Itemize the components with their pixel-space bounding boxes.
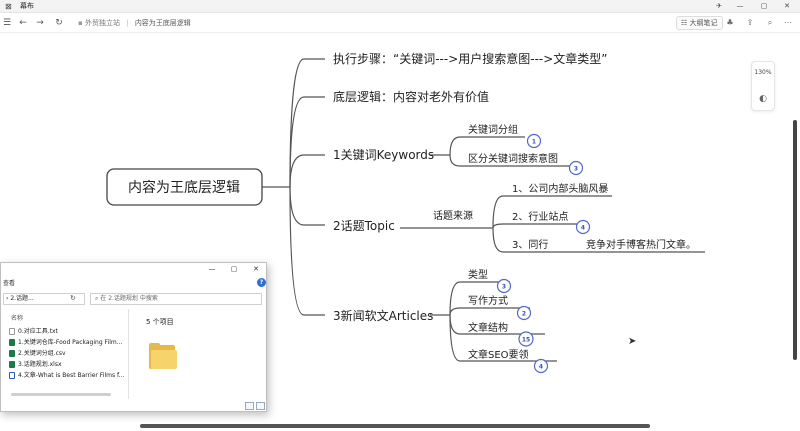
minimize-button[interactable]: — (736, 2, 744, 10)
explorer-maximize-button[interactable]: ▢ (230, 265, 238, 273)
address-bar[interactable]: › 2.话题... (3, 293, 85, 305)
breadcrumb-separator: | (126, 19, 129, 27)
thumbnail-view-button[interactable] (256, 402, 265, 410)
badge-keyword-grouping[interactable]: 1 (526, 133, 542, 149)
zoom-panel: 130% ◐ (751, 61, 775, 111)
branch-topic[interactable]: 2话题Topic (333, 219, 395, 233)
badge-article-structure[interactable]: 15 (518, 331, 534, 347)
badge-seo-essentials[interactable]: 4 (533, 358, 549, 374)
list-horizontal-scrollbar[interactable] (3, 391, 127, 397)
svg-text:3: 3 (574, 166, 578, 173)
node-article-structure[interactable]: 文章结构 (468, 321, 508, 334)
mind-map-canvas: 内容为王底层逻辑 执行步骤：“关键词--->用户搜索意图--->文章类型” 底层… (106, 51, 705, 374)
help-icon[interactable]: ? (257, 278, 266, 287)
mouse-cursor-icon: ➤ (628, 336, 637, 347)
svg-text:4: 4 (581, 225, 585, 232)
breadcrumb: ▪ 外贸独立站 | 内容为王底层逻辑 (78, 17, 191, 29)
node-writing-style[interactable]: 写作方式 (468, 294, 508, 307)
svg-text:1: 1 (532, 139, 536, 146)
share-icon[interactable]: ♣ (726, 18, 734, 27)
breadcrumb-current[interactable]: 内容为王底层逻辑 (134, 19, 191, 27)
forward-arrow-icon[interactable]: → (36, 18, 44, 28)
node-keyword-grouping[interactable]: 关键词分组 (468, 123, 518, 136)
node-topic-source[interactable]: 话题来源 (433, 209, 473, 222)
title-bar: ⊠ 幕布 ✈ — ▢ ✕ (0, 0, 800, 13)
badge-search-intent[interactable]: 3 (568, 160, 584, 176)
address-path: 2.话题... (10, 295, 34, 302)
file-name: 2.关键词分组.csv (18, 350, 66, 357)
file-name: 1.关键词仓库-Food Packaging Film... (18, 339, 123, 346)
folder-preview-icon (149, 343, 177, 369)
badge-industry-sites[interactable]: 4 (575, 219, 591, 235)
view-menu[interactable]: 查看 (3, 280, 16, 287)
root-node-label: 内容为王底层逻辑 (128, 179, 240, 196)
text-file-icon (9, 328, 15, 335)
search-input[interactable]: ⌕ 在 2.话题规划 中搜索 (90, 293, 262, 305)
refresh-icon[interactable]: ↻ (55, 18, 63, 28)
excel-file-icon (9, 361, 15, 368)
node-industry-sites[interactable]: 2、行业站点 (512, 210, 568, 223)
list-item[interactable]: 2.关键词分组.csv (9, 349, 127, 359)
list-item[interactable]: 1.关键词仓库-Food Packaging Film... (9, 338, 127, 348)
explorer-refresh-icon[interactable]: ↻ (70, 294, 76, 302)
explorer-minimize-button[interactable]: — (208, 265, 216, 273)
node-search-intent[interactable]: 区分关键词搜索意图 (468, 152, 558, 165)
excel-file-icon (9, 350, 15, 357)
app-logo-icon: ⊠ (5, 2, 12, 11)
file-name: 0.对应工具.txt (18, 328, 58, 335)
node-seo-essentials[interactable]: 文章SEO要领 (468, 348, 529, 361)
list-item[interactable]: 0.对应工具.txt (9, 327, 127, 337)
breadcrumb-folder[interactable]: 外贸独立站 (84, 19, 120, 27)
connector-lines (262, 58, 705, 362)
column-header-name[interactable]: 名称 (11, 315, 24, 322)
branch-articles[interactable]: 3新闻软文Articles (333, 308, 433, 323)
file-list: 名称 0.对应工具.txt 1.关键词仓库-Food Packaging Fil… (1, 309, 129, 399)
badge-writing-style[interactable]: 2 (516, 305, 532, 321)
branch-steps[interactable]: 执行步骤：“关键词--->用户搜索意图--->文章类型” (333, 51, 608, 66)
horizontal-scrollbar[interactable] (140, 424, 650, 428)
file-name: 4.文章-What is Best Barrier Films f... (18, 372, 125, 379)
node-peers-note[interactable]: 竞争对手博客热门文章。 (586, 238, 696, 251)
menu-icon[interactable]: ☰ (2, 18, 12, 28)
list-item[interactable]: 4.文章-What is Best Barrier Films f... (9, 371, 127, 381)
svg-text:3: 3 (502, 284, 506, 291)
word-file-icon (9, 372, 15, 379)
export-icon[interactable]: ⇪ (746, 18, 754, 27)
vertical-scrollbar[interactable] (793, 120, 797, 360)
chevron-right-icon: › (6, 295, 9, 302)
app-title: 幕布 (20, 2, 34, 10)
node-peers[interactable]: 3、同行 (512, 238, 548, 251)
excel-file-icon (9, 339, 15, 346)
more-icon[interactable]: ⋯ (784, 18, 792, 27)
zoom-level[interactable]: 130% (754, 69, 772, 76)
outline-notes-button[interactable]: ☷ 大纲笔记 (676, 16, 723, 30)
badge-types[interactable]: 3 (496, 278, 512, 294)
details-view-button[interactable] (245, 402, 254, 410)
back-arrow-icon[interactable]: ← (19, 18, 27, 28)
maximize-button[interactable]: ▢ (760, 2, 768, 10)
svg-text:2: 2 (522, 311, 526, 318)
svg-text:15: 15 (522, 337, 530, 344)
close-button[interactable]: ✕ (784, 2, 790, 10)
file-explorer-window: — ▢ ✕ 查看 ? › 2.话题... ↻ ⌕ 在 2.话题规划 中搜索 名称… (0, 262, 267, 412)
outline-notes-label: 大纲笔记 (689, 19, 718, 27)
file-name: 3.话题规划.xlsx (18, 361, 62, 368)
branch-keywords[interactable]: 1关键词Keywords (333, 148, 434, 162)
palette-icon[interactable]: ◐ (759, 94, 767, 104)
search-icon[interactable]: ⌕ (767, 18, 773, 27)
list-item[interactable]: 3.话题规划.xlsx (9, 360, 127, 370)
toolbar: ☰ ← → ↻ ▪ 外贸独立站 | 内容为王底层逻辑 ☷ 大纲笔记 ♣ ⇪ ⌕ … (0, 13, 800, 33)
search-placeholder: 在 2.话题规划 中搜索 (100, 295, 158, 302)
root-node[interactable] (106, 168, 263, 206)
outline-icon: ☷ (681, 19, 688, 27)
folder-icon: ▪ (78, 19, 83, 27)
explorer-close-button[interactable]: ✕ (253, 265, 259, 273)
node-types[interactable]: 类型 (468, 268, 488, 281)
item-count: 5 个项目 (146, 318, 174, 326)
node-brainstorm[interactable]: 1、公司内部头脑风暴 (512, 182, 608, 195)
branch-logic[interactable]: 底层逻辑：内容对老外有价值 (333, 89, 489, 104)
svg-text:4: 4 (539, 364, 543, 371)
search-icon: ⌕ (95, 295, 99, 302)
pin-icon[interactable]: ✈ (716, 2, 722, 10)
